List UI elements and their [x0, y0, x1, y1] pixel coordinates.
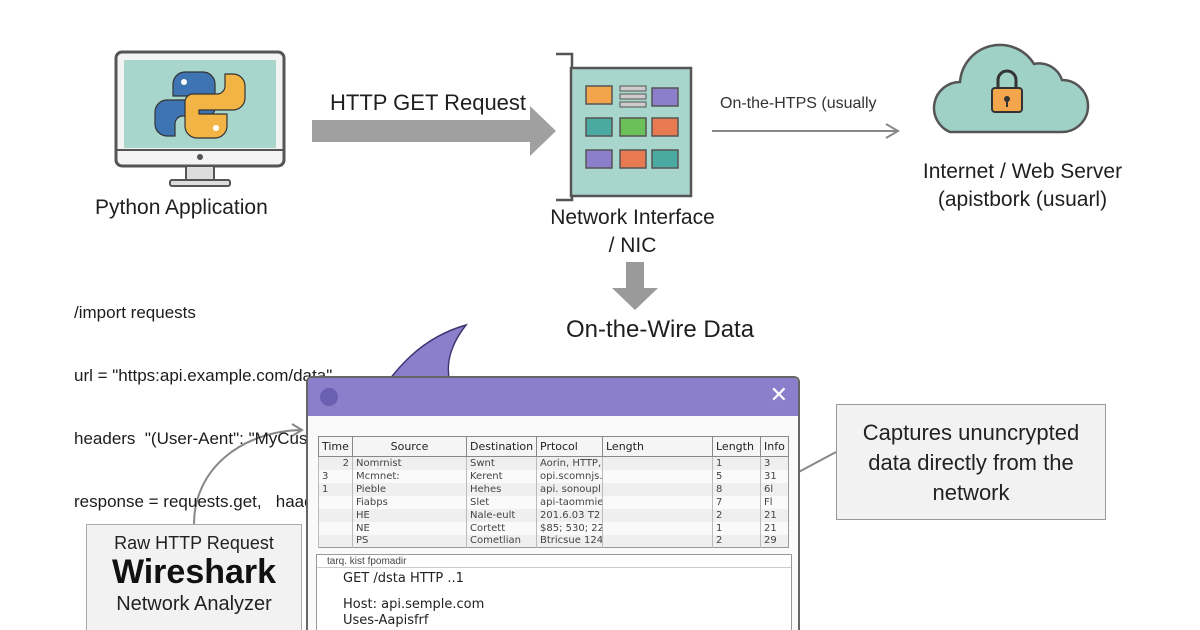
nic-label: Network Interface / NIC	[520, 204, 745, 260]
detail-header: tarq. kist fpomadir	[317, 555, 791, 568]
column-header[interactable]: Prtocol	[536, 436, 603, 457]
table-cell	[602, 495, 713, 509]
table-cell: HE	[352, 508, 467, 522]
table-cell: 201.6.03 T2 23	[536, 508, 603, 522]
table-cell	[318, 508, 353, 522]
table-cell	[318, 495, 353, 509]
packet-detail-pane: tarq. kist fpomadir GET /dsta HTTP ..1 H…	[316, 554, 792, 630]
table-cell	[318, 521, 353, 535]
code-line: /import requests	[74, 303, 196, 322]
wireshark-info-box: Raw HTTP Request Wireshark Network Analy…	[86, 524, 302, 630]
table-cell	[602, 456, 713, 470]
nic-label-line2: / NIC	[608, 234, 657, 257]
https-arrow-icon	[712, 123, 900, 139]
table-cell: Slet	[466, 495, 537, 509]
server-label: Internet / Web Server (apistbork (usuarl…	[905, 158, 1140, 214]
window-titlebar[interactable]: ✕	[308, 378, 798, 416]
table-cell: 8	[712, 482, 761, 496]
code-line: url = "https:api.example.com/data"	[74, 366, 333, 385]
table-cell	[602, 482, 713, 496]
close-button[interactable]: ✕	[769, 382, 788, 407]
https-label: On-the-HTPS (usually	[720, 95, 877, 112]
table-cell: 5	[712, 469, 761, 483]
wireshark-window: ✕ Time Source Destination Prtocol Length…	[306, 376, 800, 630]
column-header[interactable]: Length	[602, 436, 713, 457]
table-cell: Mcmnet:	[352, 469, 467, 483]
table-cell: Cometlian	[466, 534, 537, 548]
column-header[interactable]: Destination	[466, 436, 537, 457]
table-cell: api. sonoupl.com	[536, 482, 603, 496]
server-label-line2: (apistbork (usuarl)	[937, 188, 1108, 211]
table-cell: Kerent	[466, 469, 537, 483]
table-cell: 3	[318, 469, 353, 483]
server-label-line1: Internet / Web Server	[922, 160, 1123, 183]
window-dot-icon	[320, 388, 338, 406]
detail-line: Host: api.semple.com	[343, 597, 485, 612]
table-cell: 31	[760, 469, 789, 483]
table-cell: 2	[712, 534, 761, 548]
python-app-label: Python Application	[95, 196, 268, 219]
http-request-label: HTTP GET Request	[330, 90, 527, 115]
table-cell: 2	[712, 508, 761, 522]
table-cell: 1	[318, 482, 353, 496]
detail-line: Uses-Aapisfrf	[343, 613, 429, 628]
table-cell	[602, 521, 713, 535]
table-cell: Btricsue 12401	[536, 534, 603, 548]
curved-arrow-icon	[193, 423, 304, 525]
table-cell: 21	[760, 508, 789, 522]
table-cell: 2	[318, 456, 353, 470]
table-cell: 3	[760, 456, 789, 470]
table-cell: 7	[712, 495, 761, 509]
raw-request-label: Raw HTTP Request	[114, 533, 274, 553]
table-cell: 6l	[760, 482, 789, 496]
table-cell: PS	[352, 534, 467, 548]
table-cell: 1	[712, 456, 761, 470]
table-cell: NE	[352, 521, 467, 535]
wire-data-label: On-the-Wire Data	[566, 316, 755, 343]
table-cell: Cortett	[466, 521, 537, 535]
table-cell: 1	[712, 521, 761, 535]
column-header[interactable]: Length	[712, 436, 761, 457]
nic-label-line1: Network Interface	[550, 206, 715, 229]
network-card-icon	[556, 52, 693, 202]
wireshark-title: Wireshark	[111, 553, 277, 591]
packet-table: Time Source Destination Prtocol Length L…	[318, 436, 789, 548]
table-cell: 29	[760, 534, 789, 548]
table-cell	[602, 534, 713, 548]
down-arrow-icon	[612, 262, 658, 310]
column-header[interactable]: Info	[760, 436, 789, 457]
table-cell	[602, 508, 713, 522]
table-cell: Nale-eult	[466, 508, 537, 522]
column-header[interactable]: Time	[318, 436, 353, 457]
python-logo-icon	[154, 71, 246, 139]
column-header[interactable]: Source	[352, 436, 467, 457]
network-analyzer-label: Network Analyzer	[116, 593, 272, 615]
table-cell: Nomrnist	[352, 456, 467, 470]
table-cell: $85; 530; 22 23	[536, 521, 603, 535]
detail-line: GET /dsta HTTP ..1	[343, 571, 464, 586]
table-cell: Aorin, HTTP, 1.1	[536, 456, 603, 470]
table-cell: 21	[760, 521, 789, 535]
capture-caption-box: Captures ununcrypted data directly from …	[836, 404, 1106, 520]
table-cell: Pieble	[352, 482, 467, 496]
lock-icon	[991, 69, 1023, 113]
table-cell: opi.scomnjs.com	[536, 469, 603, 483]
table-cell	[318, 534, 353, 548]
table-cell: api-taommie.corn	[536, 495, 603, 509]
table-cell	[602, 469, 713, 483]
table-cell: Swnt	[466, 456, 537, 470]
table-cell: Hehes	[466, 482, 537, 496]
table-cell: Fiabps	[352, 495, 467, 509]
http-arrow-icon	[312, 106, 556, 156]
table-cell: Fl	[760, 495, 789, 509]
